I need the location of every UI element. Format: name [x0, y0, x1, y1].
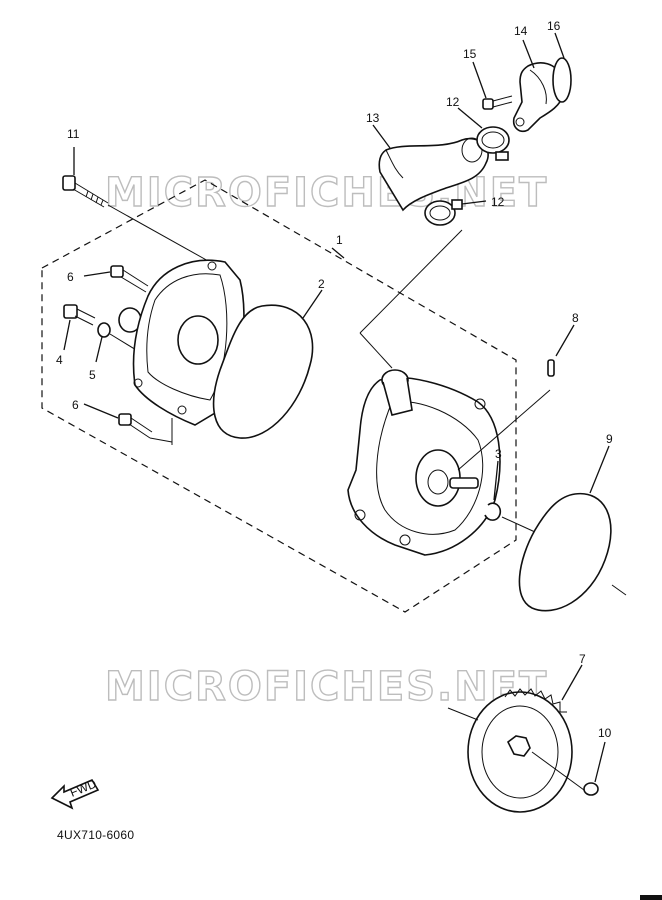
bolt-4 [63, 304, 96, 326]
callout-8: 8 [572, 311, 579, 325]
watermark-bottom: MICROFICHES.NET [105, 664, 548, 710]
leader-7 [561, 664, 583, 701]
callout-2: 2 [318, 277, 325, 291]
callout-11: 11 [67, 127, 80, 141]
gasket-2 [212, 304, 314, 439]
leader-2 [302, 289, 323, 319]
callout-10: 10 [598, 726, 612, 740]
leader-9 [589, 445, 610, 494]
callout-6-upper: 6 [67, 270, 74, 284]
leader-3 [493, 460, 499, 501]
impeller-gear-7 [467, 688, 573, 813]
leader-9b [611, 584, 627, 596]
callout-9: 9 [606, 432, 613, 446]
o-ring-9 [518, 492, 612, 612]
callout-15: 15 [463, 47, 477, 61]
bolt-6-upper [110, 265, 149, 293]
callout-1: 1 [336, 233, 343, 247]
callout-6-lower: 6 [72, 398, 79, 412]
leader-12b [461, 200, 487, 205]
diagram-code: 4UX710-6060 [57, 828, 135, 842]
water-pump-housing [347, 369, 501, 556]
leader-13 [372, 124, 391, 149]
watermark-top: MICROFICHES.NET [105, 170, 548, 216]
leader-15 [472, 61, 487, 99]
leader-5 [95, 336, 103, 363]
callout-4: 4 [56, 353, 63, 367]
callout-14: 14 [514, 24, 528, 38]
leader-4 [63, 319, 71, 351]
callout-12-lower: 12 [491, 195, 505, 209]
leader-3b [501, 516, 536, 533]
hose-clamp-12-lower [424, 199, 463, 226]
leader-16 [554, 32, 565, 59]
bolt-11 [62, 175, 109, 208]
callout-12-upper: 12 [446, 95, 460, 109]
leader-1 [331, 247, 345, 259]
leader-11b [107, 204, 211, 263]
leader-6a [83, 271, 111, 277]
forward-direction-arrow: FWD [50, 776, 100, 810]
assembly-boundary [41, 179, 517, 613]
nut-10 [583, 782, 599, 796]
callout-7: 7 [579, 652, 586, 666]
leader-14 [522, 39, 535, 69]
washer-5 [97, 322, 111, 338]
pin-8 [547, 359, 555, 377]
leader-6c [149, 437, 173, 443]
callout-5: 5 [89, 368, 96, 382]
leader-7c [531, 751, 585, 791]
circlip-3 [484, 502, 502, 521]
bolt-6-lower [118, 413, 153, 439]
leader-6b [83, 403, 119, 419]
leader-10 [594, 741, 606, 783]
leader-8 [555, 324, 575, 357]
leader-7b [447, 707, 479, 721]
callout-3: 3 [495, 447, 502, 461]
bolt-15 [482, 95, 513, 110]
callout-13: 13 [366, 111, 380, 125]
leader-8b [457, 389, 551, 471]
hose-connection-line-b [359, 332, 393, 369]
o-ring-16 [552, 57, 572, 103]
callout-16: 16 [547, 19, 561, 33]
leader-12a [457, 107, 483, 129]
corner-scan-mark [640, 895, 662, 900]
hose-connection-line-a [359, 229, 463, 334]
hose-clamp-12-upper [476, 126, 510, 161]
